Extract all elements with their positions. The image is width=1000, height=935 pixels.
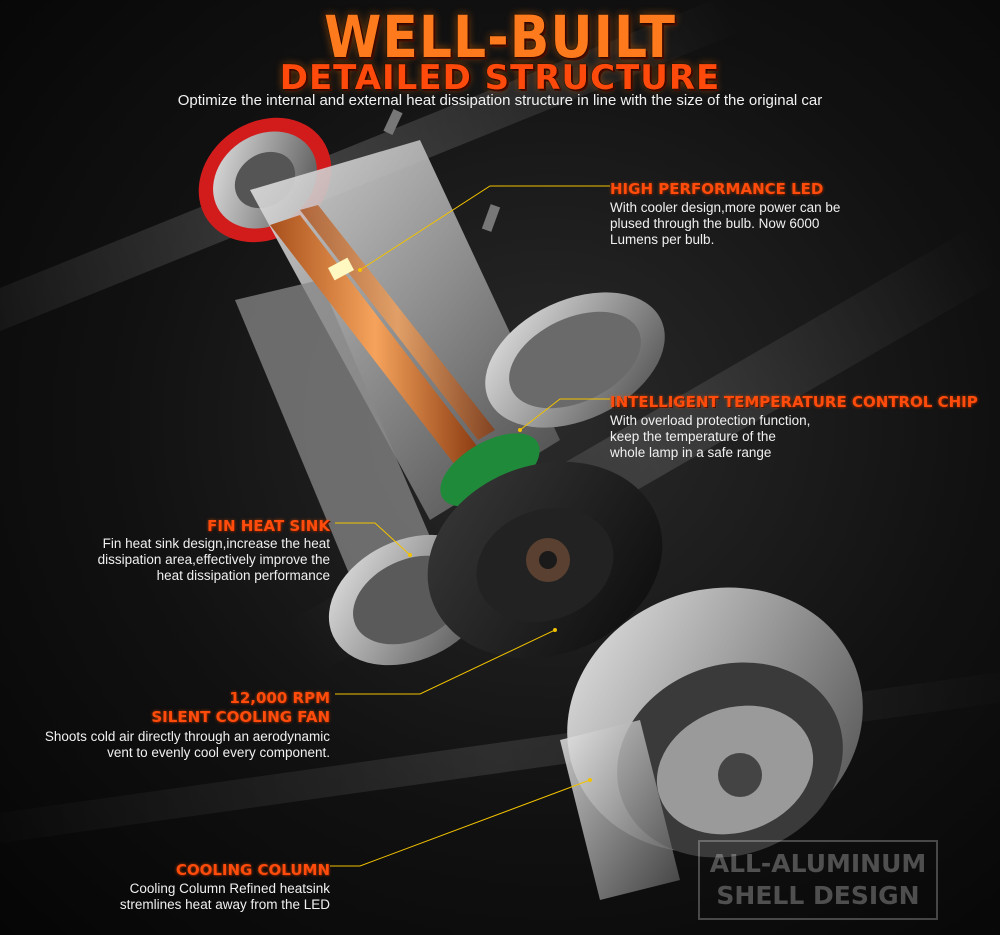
feature-desc-cooling-column: Cooling Column Refined heatsink stremlin… <box>119 881 330 912</box>
feature-desc-high-performance-led: With cooler design,more power can be plu… <box>610 200 841 247</box>
watermark-line2: SHELL DESIGN <box>716 881 920 910</box>
feature-desc-temperature-chip: With overload protection function, keep … <box>610 413 811 460</box>
watermark-line1: ALL-ALUMINUM <box>709 849 927 878</box>
feature-title-temperature-chip: INTELLIGENT TEMPERATURE CONTROL CHIP <box>610 393 978 411</box>
temperature-control-chip <box>440 433 540 507</box>
callout-lines <box>330 185 610 867</box>
tagline: Optimize the internal and external heat … <box>177 92 823 109</box>
cooling-column <box>560 587 863 900</box>
feature-title-high-performance-led: HIGH PERFORMANCE LED <box>610 180 824 198</box>
feature-title-rpm: 12,000 RPM <box>229 689 330 707</box>
cooling-fan <box>427 461 663 659</box>
page-subtitle: DETAILED STRUCTURE <box>279 58 721 98</box>
feature-title-fin-heat-sink: FIN HEAT SINK <box>207 517 330 535</box>
feature-desc-silent-fan: Shoots cold air directly through an aero… <box>44 729 330 760</box>
led-chip <box>328 257 354 281</box>
feature-title-cooling-column: COOLING COLUMN <box>175 861 330 879</box>
feature-title-silent-fan: SILENT COOLING FAN <box>151 708 330 726</box>
page-title: WELL-BUILT <box>324 4 676 72</box>
screw-icon <box>383 109 501 232</box>
aluminum-shell-watermark: ALL-ALUMINUM SHELL DESIGN <box>698 840 938 920</box>
copper-heat-pipe <box>270 215 480 465</box>
feature-desc-fin-heat-sink: Fin heat sink design,increase the heat d… <box>97 536 330 583</box>
